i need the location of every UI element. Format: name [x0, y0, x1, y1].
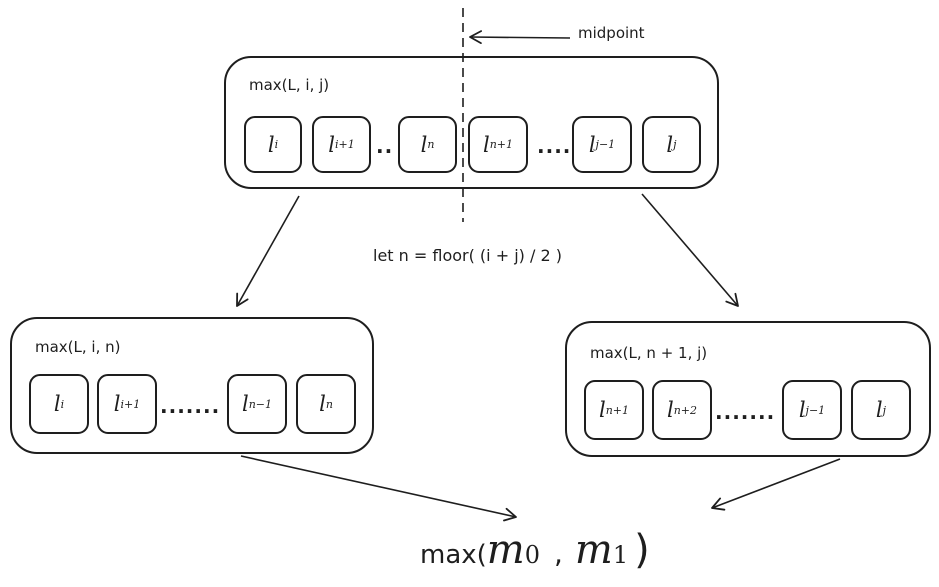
arrow-top-to-left: [236, 195, 300, 307]
left-title: max(L, i, n): [35, 338, 121, 356]
right-title: max(L, n + 1, j): [590, 344, 708, 362]
midpoint-label: midpoint: [578, 24, 645, 42]
top-container: [224, 56, 719, 189]
ellipsis: ..: [376, 134, 394, 158]
right-container: [565, 321, 931, 457]
arrow-right-to-result: [711, 458, 841, 511]
split-formula: let n = floor( (i + j) / 2 ): [373, 246, 562, 265]
midpoint-arrow: [469, 30, 571, 45]
ellipsis: .......: [715, 400, 776, 424]
ellipsis: ....: [537, 134, 572, 158]
ellipsis: .......: [160, 394, 221, 418]
arrow-top-to-right: [641, 193, 739, 307]
left-container: [10, 317, 374, 454]
top-title: max(L, i, j): [249, 76, 330, 94]
arrow-left-to-result: [240, 455, 517, 522]
